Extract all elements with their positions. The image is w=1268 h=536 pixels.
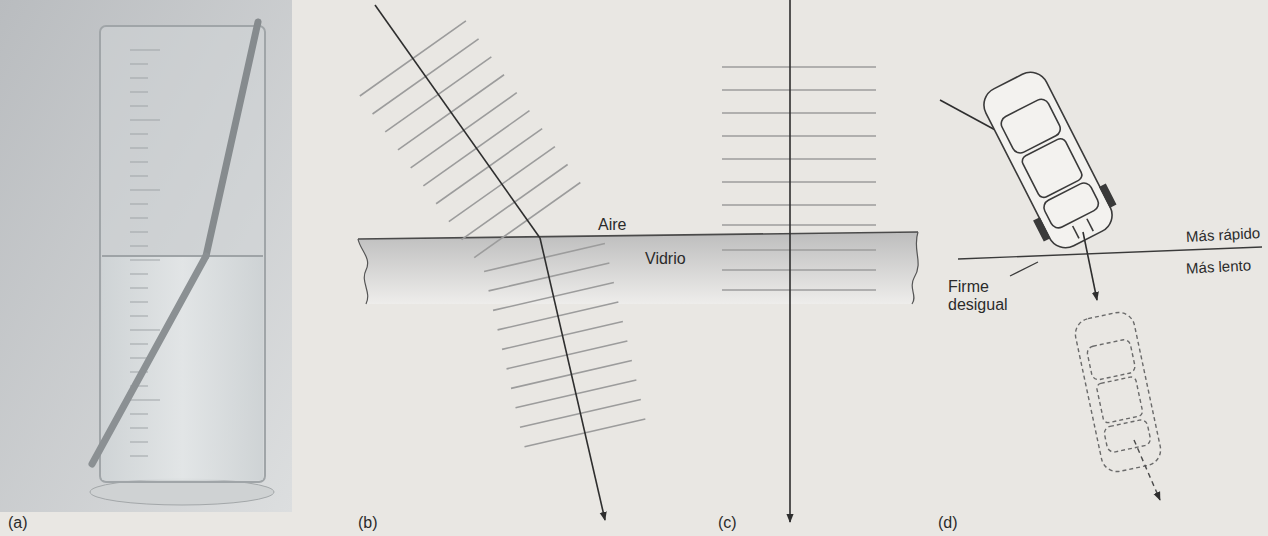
cylinder-photo	[0, 0, 292, 512]
graduation-mark	[130, 274, 148, 275]
graduation-mark	[130, 428, 148, 429]
graduation-mark	[130, 106, 148, 107]
graduation-mark	[130, 190, 160, 191]
graduation-mark	[130, 246, 148, 247]
callout-label: Firme desigual	[948, 278, 1026, 315]
panel-letter: (b)	[358, 514, 378, 532]
wavefront-line	[722, 289, 876, 291]
wavefront-line	[722, 249, 876, 251]
wavefront-line	[722, 66, 876, 68]
graduation-mark	[130, 260, 160, 261]
graduation-mark	[130, 120, 160, 121]
graduation-mark	[130, 456, 148, 457]
incident-ray	[375, 5, 540, 238]
car-arrow	[1134, 440, 1160, 500]
graduation-mark	[130, 344, 148, 345]
graduation-mark	[130, 232, 148, 233]
graduation-mark	[130, 78, 148, 79]
medium-label: Vidrio	[645, 250, 686, 268]
car-dashed	[1072, 309, 1163, 474]
car	[972, 63, 1123, 256]
graduation-mark	[130, 302, 148, 303]
wavefront-line	[722, 112, 876, 114]
wavefront-line	[722, 158, 876, 160]
graduation-mark	[130, 148, 148, 149]
graduation-mark	[130, 330, 160, 331]
wavefront-line	[722, 224, 876, 226]
normal-ray	[789, 0, 791, 522]
graduation-mark	[130, 50, 160, 51]
graduation-mark	[130, 176, 148, 177]
leader-line	[1010, 262, 1038, 276]
graduation-mark	[130, 204, 148, 205]
wavefront-line	[722, 135, 876, 137]
graduation-mark	[130, 162, 148, 163]
refracted-ray	[540, 238, 605, 520]
graduation-mark	[130, 400, 160, 401]
glass-slab	[358, 232, 918, 304]
graduation-mark	[130, 316, 148, 317]
graduation-mark	[130, 358, 148, 359]
graduation-mark	[130, 92, 148, 93]
speed-label: Más lento	[1186, 256, 1252, 277]
wavefront-line	[722, 269, 876, 271]
graduation-mark	[130, 134, 148, 135]
medium-label: Aire	[598, 216, 626, 234]
graduation-mark	[130, 442, 148, 443]
panel-letter: (c)	[718, 514, 737, 532]
wavefront-line	[722, 181, 876, 183]
graduation-mark	[130, 218, 148, 219]
wavefronts	[360, 21, 876, 447]
graduation-mark	[130, 288, 148, 289]
wavefront-line	[722, 89, 876, 91]
car-arrow	[1083, 232, 1097, 300]
panel-letter: (d)	[938, 514, 958, 532]
speed-label: Más rápido	[1186, 224, 1261, 245]
wavefront-line	[722, 204, 876, 206]
panel-letter: (a)	[8, 514, 28, 532]
graduation-mark	[130, 64, 148, 65]
graduation-mark	[130, 414, 148, 415]
